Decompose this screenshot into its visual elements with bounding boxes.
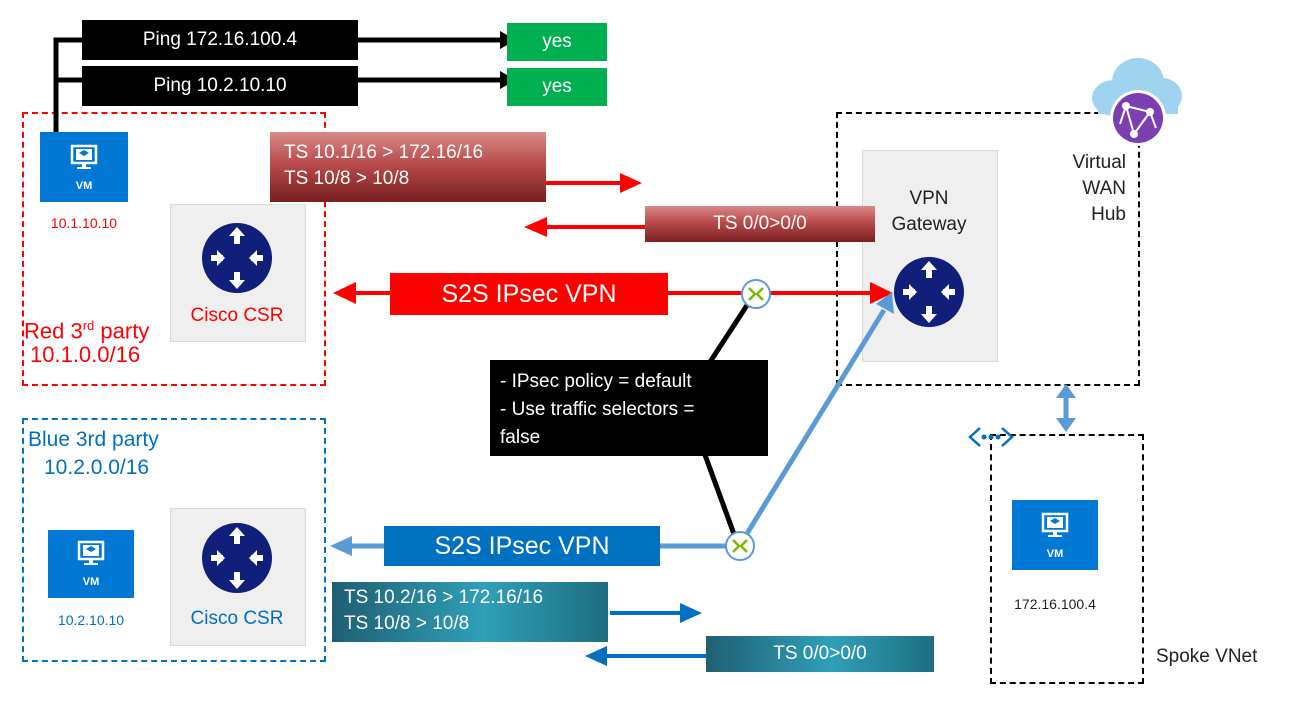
vnet-peering-icon	[968, 427, 1014, 447]
red-vm-label: VM	[75, 180, 93, 192]
spoke-vm-ip: 172.16.100.4	[1014, 596, 1096, 612]
vpn-gateway-label-line2: Gateway	[891, 214, 967, 235]
red-site-name-prefix: Red 3	[24, 318, 83, 344]
hub-name: Virtual WAN Hub	[1040, 150, 1126, 228]
red-vpn-label: S2S IPsec VPN	[390, 273, 668, 315]
policy-line-2: - Use traffic selectors =	[500, 399, 695, 420]
hub-name-line1: Virtual	[1072, 152, 1126, 173]
spoke-vm-label: VM	[1046, 548, 1064, 560]
virtual-machine-icon	[70, 144, 98, 169]
red-site-name: Red 3rd party	[24, 312, 184, 345]
red-connection-node-icon	[741, 279, 771, 309]
red-ts-inbound: TS 0/0>0/0	[645, 206, 875, 242]
red-router-label: Cisco CSR	[190, 305, 284, 326]
red-ts-outbound-line2: TS 10/8 > 10/8	[284, 168, 410, 189]
virtual-wan-cloud-icon	[1092, 58, 1182, 146]
red-site-box	[22, 112, 326, 386]
blue-vm-ip: 10.2.10.10	[57, 612, 125, 628]
vpn-gateway-label-line1: VPN	[909, 188, 949, 209]
blue-site-name: Blue 3rd party	[28, 428, 159, 451]
vpn-gateway-router-icon	[894, 257, 964, 327]
blue-site-cidr: 10.2.0.0/16	[44, 456, 150, 479]
blue-router-label: Cisco CSR	[190, 608, 284, 629]
blue-site-box	[22, 418, 326, 662]
blue-ts-outbound: TS 10.2/16 > 172.16/16 TS 10/8 > 10/8	[332, 582, 608, 642]
ping-label-2: Ping 10.2.10.10	[82, 66, 358, 106]
hub-name-line2: WAN	[1082, 178, 1126, 199]
red-vm-ip: 10.1.10.10	[50, 215, 118, 231]
spoke-vm-tile: VM	[1012, 500, 1098, 570]
spoke-vnet-box	[990, 434, 1144, 684]
blue-ts-outbound-line2: TS 10/8 > 10/8	[344, 613, 470, 634]
ping-result-1: yes	[507, 23, 607, 61]
ping-label-1: Ping 172.16.100.4	[82, 20, 358, 60]
blue-diagonal-link	[737, 308, 887, 547]
spoke-vnet-name: Spoke VNet	[1156, 646, 1258, 667]
blue-ts-inbound: TS 0/0>0/0	[706, 636, 934, 672]
blue-vm-label: VM	[82, 576, 100, 588]
vpn-gateway-label: VPN Gateway	[862, 186, 996, 238]
red-vm-tile: VM	[40, 132, 128, 202]
spoke-virtual-machine-icon	[1041, 512, 1069, 537]
router-icon	[202, 223, 272, 293]
ping-result-2: yes	[507, 68, 607, 106]
blue-connection-node-icon	[725, 531, 755, 561]
ipsec-policy-note: - IPsec policy = default - Use traffic s…	[490, 360, 768, 456]
red-site-name-sup: rd	[82, 318, 95, 333]
red-ts-outbound: TS 10.1/16 > 172.16/16 TS 10/8 > 10/8	[270, 132, 546, 202]
blue-ts-outbound-line1: TS 10.2/16 > 172.16/16	[344, 587, 544, 608]
hub-name-line3: Hub	[1091, 204, 1126, 225]
red-site-cidr: 10.1.0.0/16	[30, 342, 141, 367]
blue-router-icon	[202, 523, 272, 593]
blue-virtual-machine-icon	[77, 540, 105, 565]
policy-line-1: - IPsec policy = default	[500, 371, 692, 392]
virtual-wan-hub-box	[836, 112, 1140, 386]
blue-vm-tile: VM	[48, 530, 134, 598]
policy-line-3: false	[500, 427, 541, 448]
red-ts-outbound-line1: TS 10.1/16 > 172.16/16	[284, 142, 484, 163]
blue-vpn-label: S2S IPsec VPN	[384, 526, 660, 566]
red-site-name-suffix: party	[94, 318, 150, 344]
